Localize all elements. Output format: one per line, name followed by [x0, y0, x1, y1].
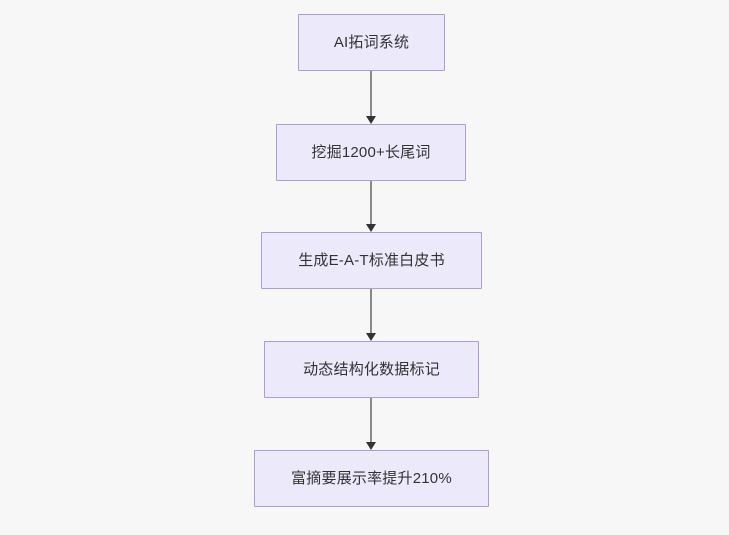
flowchart-node-ai-keyword-system[interactable]: AI拓词系统 — [298, 14, 445, 71]
arrow-down-icon — [366, 333, 376, 341]
arrow-down-icon — [366, 116, 376, 124]
flowchart-node-label: 挖掘1200+长尾词 — [311, 144, 431, 161]
flowchart-node-dynamic-structured-data-markup[interactable]: 动态结构化数据标记 — [264, 341, 479, 398]
flowchart-node-label: 生成E-A-T标准白皮书 — [298, 252, 445, 269]
edge-line — [370, 71, 372, 116]
flowchart-node-rich-snippet-uplift[interactable]: 富摘要展示率提升210% — [254, 450, 489, 507]
edge-line — [370, 289, 372, 333]
edge-line — [370, 181, 372, 224]
flowchart-node-label: 富摘要展示率提升210% — [291, 470, 452, 487]
arrow-down-icon — [366, 224, 376, 232]
flowchart-node-label: 动态结构化数据标记 — [303, 361, 440, 378]
flowchart-node-generate-eat-whitepaper[interactable]: 生成E-A-T标准白皮书 — [261, 232, 482, 289]
arrow-down-icon — [366, 442, 376, 450]
edge-line — [370, 398, 372, 442]
flowchart-node-mine-longtail-keywords[interactable]: 挖掘1200+长尾词 — [276, 124, 466, 181]
flowchart-node-label: AI拓词系统 — [333, 34, 410, 51]
